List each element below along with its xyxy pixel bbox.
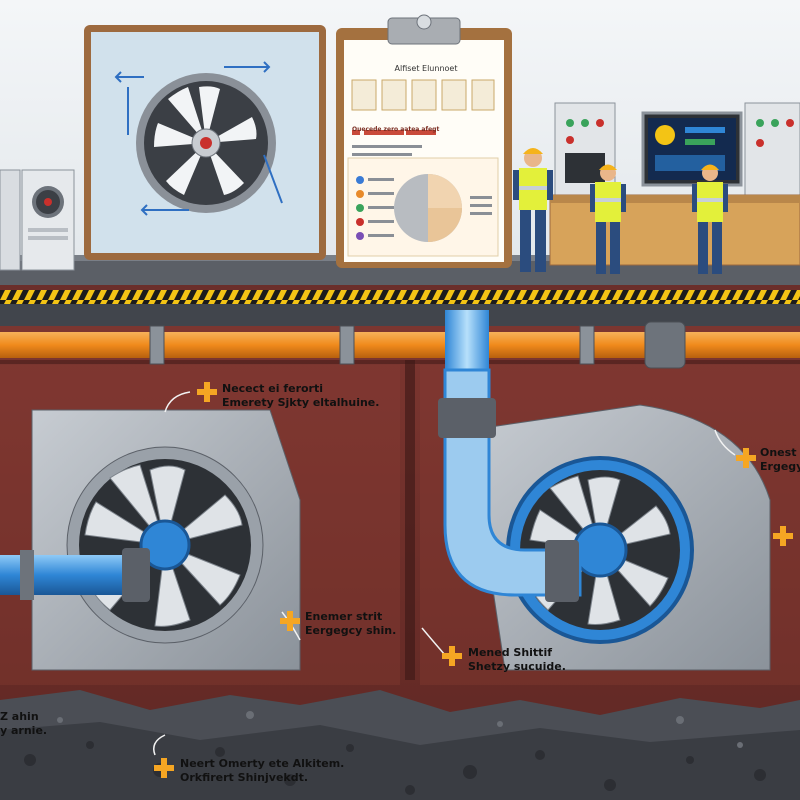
control-panel <box>744 102 800 199</box>
fan-icon <box>154 86 257 195</box>
callout-text-5: Neert Omerty ete Alkitem. Orkfirert Shin… <box>180 757 344 785</box>
callout-line: Ergegy <box>760 460 800 473</box>
callout-line: Mened Shittif <box>468 646 552 659</box>
plus-marker-icon <box>154 382 793 778</box>
fan-diagram-poster <box>84 25 326 260</box>
callout-line: Enemer strit <box>305 610 383 623</box>
ventilation-machinery <box>0 310 800 671</box>
callout-text-2: Onest Ergegy <box>760 446 800 474</box>
callout-line: y arnie. <box>0 724 48 737</box>
clipboard: Alfiset Elunnoet Ouecede zero aatea afeg… <box>336 10 512 270</box>
clipboard-subtitle: Ouecede zero aatea afegt <box>352 126 440 133</box>
worker-figure <box>513 148 553 272</box>
callout-line: Eergegcy shin. <box>305 624 397 637</box>
pie-chart-icon <box>394 174 462 242</box>
clipboard-title: Alfiset Elunnoet <box>394 64 458 73</box>
callout-line: Emerety Sjkty eltalhuine. <box>222 396 380 409</box>
callout-line: Shetzy sucuide. <box>468 660 566 673</box>
callout-line: Necect ei ferorti <box>222 382 323 395</box>
callout-line: Neert Omerty ete Alkitem. <box>180 757 345 770</box>
worker-figure <box>590 164 626 274</box>
callout-text-3: Enemer strit Eergegcy shin. <box>305 610 396 638</box>
worker-figure <box>692 164 728 274</box>
callout-text-6: Z ahin y arnie. <box>0 710 47 738</box>
callout-text-4: Mened Shittif Shetzy sucuide. <box>468 646 566 674</box>
callout-line: Z ahin <box>0 710 39 723</box>
workers <box>513 148 728 274</box>
callout-text-1: Necect ei ferorti Emerety Sjkty eltalhui… <box>222 382 379 410</box>
callout-line: Orkfirert Shinjvekdt. <box>180 771 309 784</box>
callout-line: Onest <box>760 446 797 459</box>
cabinet-units <box>0 169 75 271</box>
